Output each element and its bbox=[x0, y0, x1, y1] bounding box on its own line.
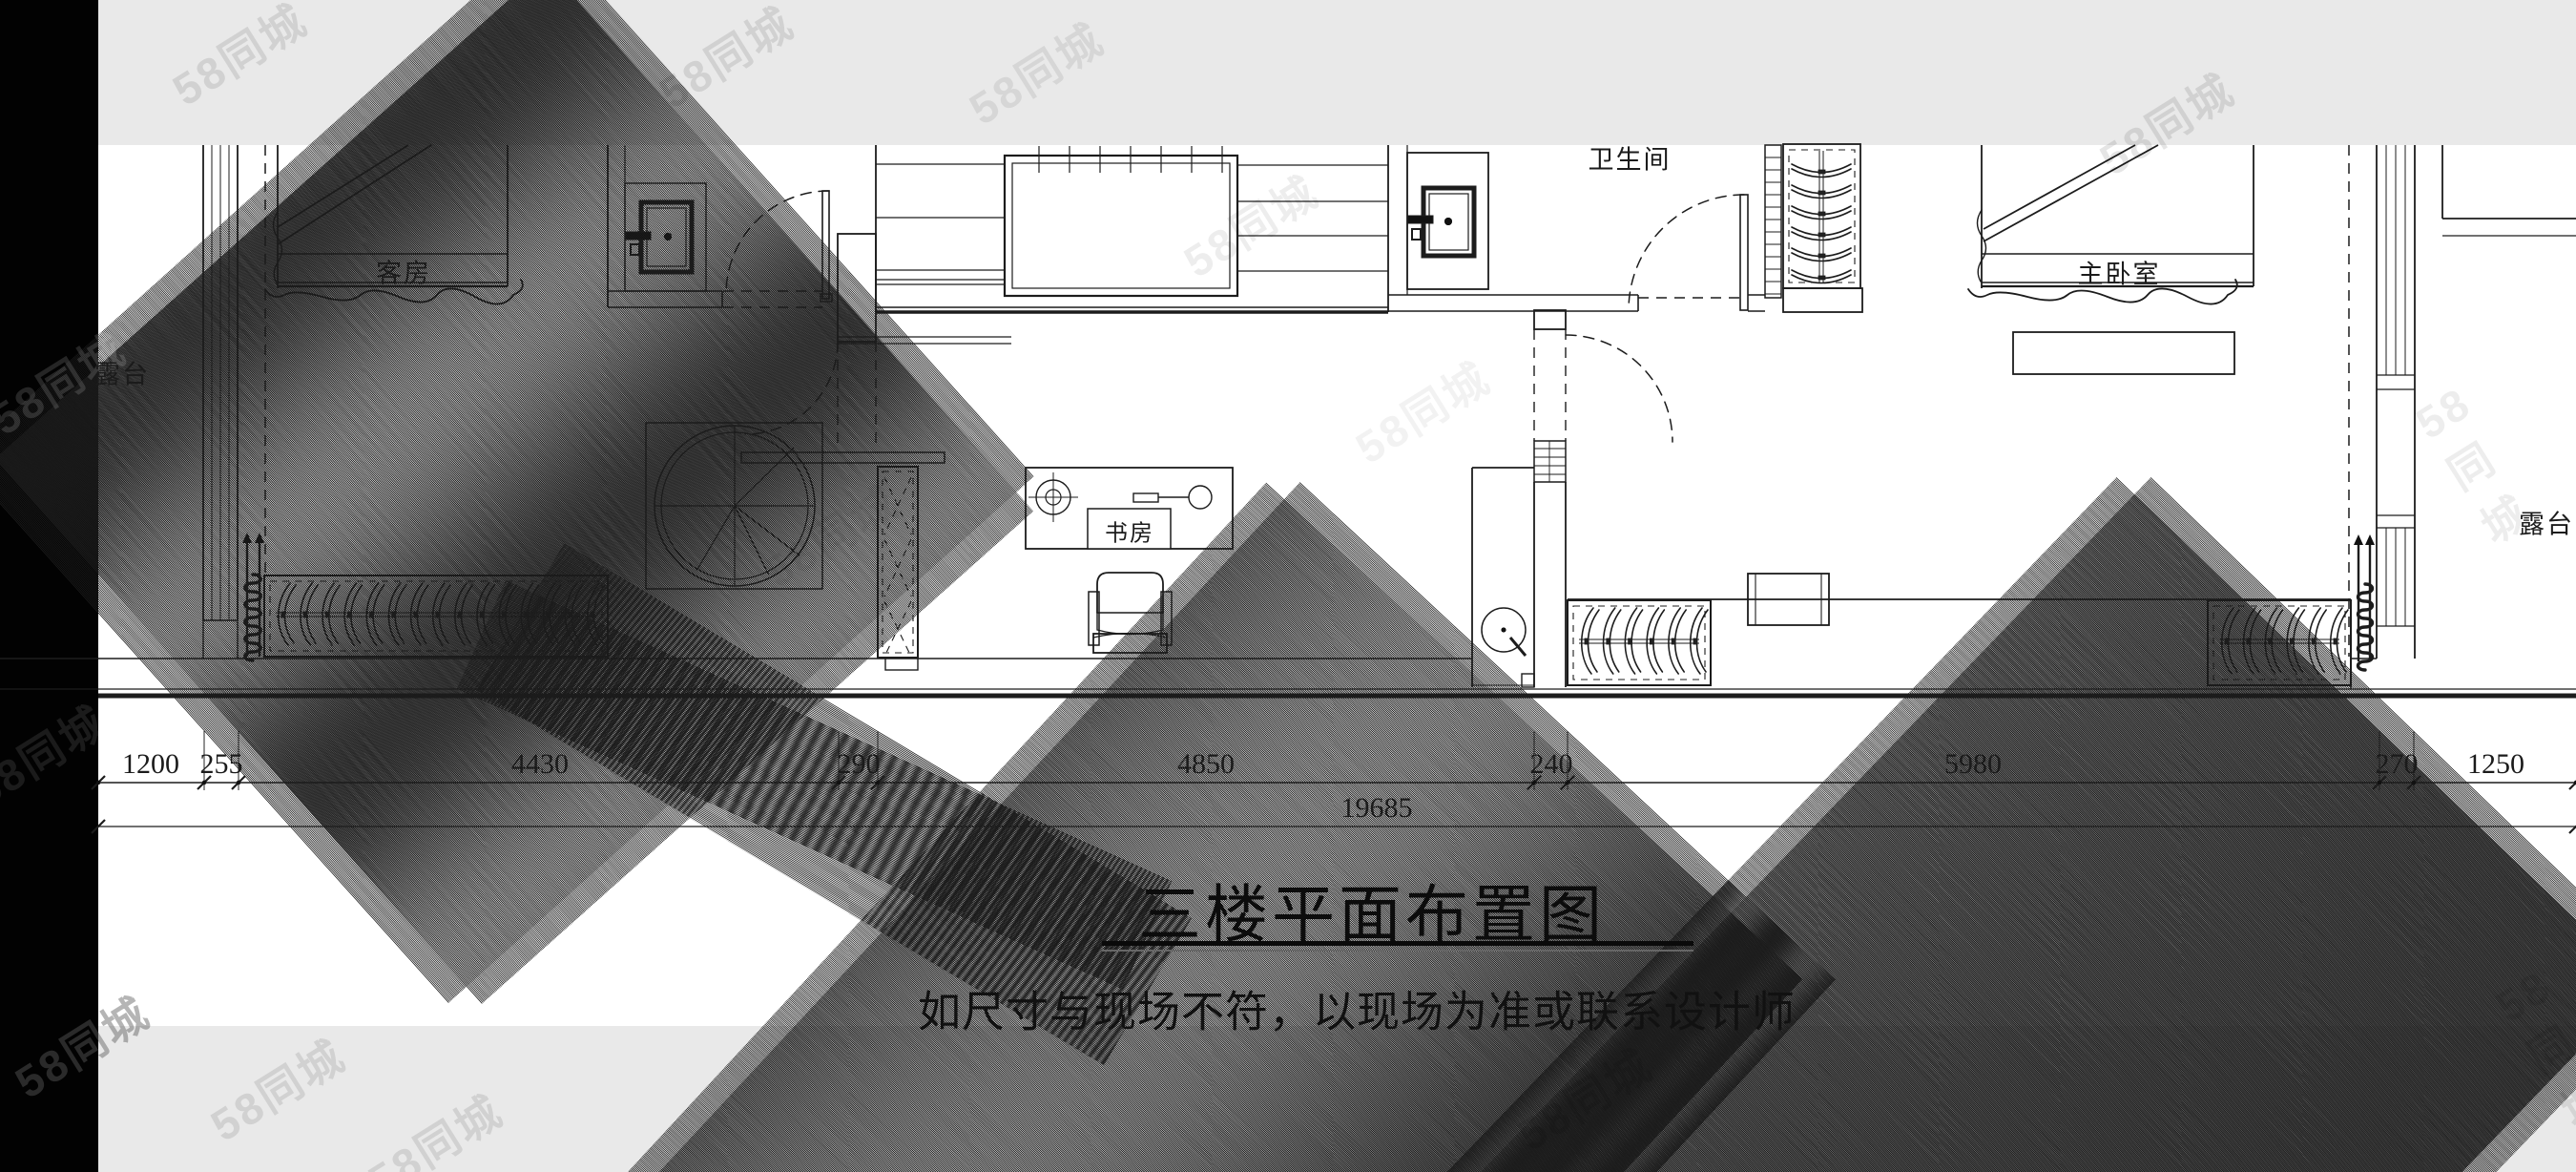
room-label-terrace-right: 露台 bbox=[2519, 510, 2574, 539]
dimension-total-label: 19685 bbox=[1340, 792, 1413, 824]
title-underline-thin bbox=[1102, 950, 1693, 952]
room-label-guest: 客房 bbox=[376, 259, 431, 288]
dimension-label: 4430 bbox=[511, 748, 569, 780]
dimension-label: 4850 bbox=[1177, 748, 1235, 780]
page-title: 三楼平面布置图 bbox=[1138, 881, 1606, 951]
disclaimer-text: 如尺寸与现场不符，以现场为准或联系设计师 bbox=[917, 988, 1797, 1036]
left-black-bar bbox=[0, 0, 98, 1172]
dimension-label: 5980 bbox=[1944, 748, 2002, 780]
room-label-study: 书房 bbox=[1105, 521, 1154, 547]
room-label-bathroom: 卫生间 bbox=[1588, 145, 1672, 175]
dimension-label: 270 bbox=[2375, 748, 2419, 780]
room-label-terrace-left: 露台 bbox=[94, 360, 150, 389]
title-underline-thick bbox=[1102, 941, 1693, 946]
dimension-label: 255 bbox=[199, 748, 243, 780]
dimension-label: 1250 bbox=[2467, 748, 2524, 780]
dimension-label: 240 bbox=[1529, 748, 1573, 780]
room-label-master: 主卧室 bbox=[2077, 260, 2161, 289]
dimension-label: 290 bbox=[837, 748, 881, 780]
dimension-label: 1200 bbox=[122, 748, 179, 780]
